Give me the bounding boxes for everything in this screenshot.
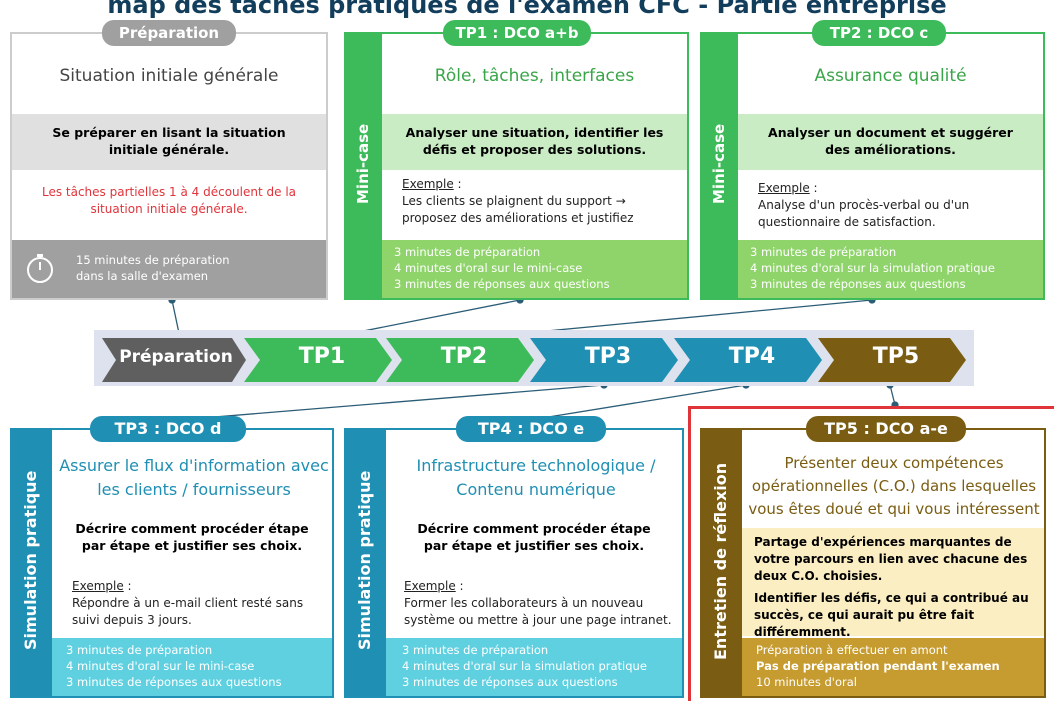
- tp4-info-1: 3 minutes de préparation: [402, 643, 549, 657]
- tp5-info-2: Pas de préparation pendant l'examen: [756, 659, 1000, 673]
- tp5-info-1: Préparation à effectuer en amont: [756, 643, 948, 657]
- tp3-example-suffix: :: [123, 579, 132, 593]
- tp3-card: Simulation pratique TP3 : DCO d Assurer …: [10, 416, 334, 698]
- tp2-pill: TP2 : DCO c: [812, 20, 946, 46]
- tp5-side-label: Entretien de réflexion: [711, 462, 730, 660]
- tp4-info-band: 3 minutes de préparation 4 minutes d'ora…: [386, 638, 682, 696]
- tp1-info-2: 4 minutes d'oral sur le mini-case: [394, 261, 583, 275]
- tp4-example-suffix: :: [455, 579, 464, 593]
- page-title: map des tâches pratiques de l'examen CFC…: [107, 0, 947, 18]
- tp1-example-suffix: :: [453, 177, 462, 191]
- tp1-info-band: 3 minutes de préparation 4 minutes d'ora…: [382, 240, 687, 298]
- preparation-info-band: 15 minutes de préparation dans la salle …: [12, 240, 326, 298]
- tp1-info-1: 3 minutes de préparation: [394, 245, 541, 259]
- preparation-note: Les tâches partielles 1 à 4 découlent de…: [41, 185, 297, 216]
- tp2-card: Mini-case TP2 : DCO c Assurance qualité …: [700, 20, 1045, 300]
- tp2-example-label: Exemple: [758, 181, 810, 195]
- preparation-info: 15 minutes de préparation dans la salle …: [76, 253, 230, 283]
- tp3-pill: TP3 : DCO d: [90, 416, 246, 442]
- flow-label-tp1: TP1: [298, 344, 346, 369]
- tp4-info-3: 3 minutes de réponses aux questions: [402, 675, 618, 689]
- tp2-heading: Assurance qualité: [814, 66, 967, 86]
- tp1-example-label: Exemple: [402, 177, 454, 191]
- flow-arrow-tp4: [674, 338, 822, 382]
- tp3-example-text: Répondre à un e-mail client resté sans s…: [72, 596, 304, 627]
- tp3-heading: Assurer le flux d'information avec les c…: [59, 456, 329, 499]
- tp5-info-band: Préparation à effectuer en amont Pas de …: [742, 638, 1044, 696]
- tp4-side-label: Simulation pratique: [355, 470, 374, 650]
- tp3-side-strip: Simulation pratique: [12, 430, 52, 696]
- tp2-band: Analyser un document et suggérer des amé…: [738, 114, 1043, 170]
- tp5-highlight-frame: [688, 406, 1054, 701]
- stopwatch-icon: [27, 254, 53, 283]
- flow-arrow-tp1: [244, 338, 392, 382]
- flow-label-tp4: TP4: [728, 344, 776, 369]
- preparation-pill: Préparation: [102, 20, 236, 46]
- tp5-pill: TP5 : DCO a-e: [806, 416, 966, 442]
- tp4-heading: Infrastructure technologique / Contenu n…: [416, 456, 656, 499]
- tp1-example-text: Les clients se plaignent du support → pr…: [402, 194, 634, 225]
- tp1-pill: TP1 : DCO a+b: [443, 20, 591, 46]
- tp1-band: Analyser une situation, identifier les d…: [382, 114, 687, 170]
- tp1-info-3: 3 minutes de réponses aux questions: [394, 277, 610, 291]
- preparation-card: Préparation Situation initiale générale …: [10, 20, 328, 300]
- tp4-example: Exemple : Former les collaborateurs à un…: [404, 578, 680, 629]
- tp1-card: Mini-case TP1 : DCO a+b Rôle, tâches, in…: [344, 20, 689, 300]
- flow-label-tp3: TP3: [584, 344, 632, 369]
- tp3-example: Exemple : Répondre à un e-mail client re…: [72, 578, 328, 629]
- flow-label-tp5: TP5: [872, 344, 920, 369]
- preparation-heading: Situation initiale générale: [59, 66, 279, 86]
- tp2-info-1: 3 minutes de préparation: [750, 245, 897, 259]
- tp2-example-suffix: :: [809, 181, 818, 195]
- tp2-info-band: 3 minutes de préparation 4 minutes d'ora…: [738, 240, 1043, 298]
- tp5-band-1: Partage d'expériences marquantes de votr…: [754, 535, 1028, 583]
- tp4-band: Décrire comment procéder étape par étape…: [386, 512, 682, 570]
- tp2-info-2: 4 minutes d'oral sur la simulation prati…: [750, 261, 995, 275]
- tp2-example-text: Analyse d'un procès-verbal ou d'un quest…: [758, 198, 970, 229]
- tp2-side-strip: Mini-case: [702, 34, 738, 298]
- tp5-side-strip: Entretien de réflexion: [702, 430, 742, 696]
- tp4-card: Simulation pratique TP4 : DCO e Infrastr…: [344, 416, 684, 698]
- tp5-card: Entretien de réflexion TP5 : DCO a-e Pré…: [700, 416, 1046, 698]
- tp5-band-2: Identifier les défis, ce qui a contribué…: [754, 591, 1029, 639]
- tp4-example-label: Exemple: [404, 579, 456, 593]
- tp2-example: Exemple : Analyse d'un procès-verbal ou …: [758, 180, 1028, 231]
- flow-label-tp2: TP2: [440, 344, 488, 369]
- flow-arrow-tp3: [530, 338, 678, 382]
- flow-arrow-tp2: [386, 338, 534, 382]
- tp3-info-1: 3 minutes de préparation: [66, 643, 213, 657]
- flow-arrow-tp5: [818, 338, 966, 382]
- tp3-example-label: Exemple: [72, 579, 124, 593]
- tp3-info-2: 4 minutes d'oral sur le mini-case: [66, 659, 255, 673]
- tp4-pill: TP4 : DCO e: [456, 416, 606, 442]
- tp4-info-2: 4 minutes d'oral sur la simulation prati…: [402, 659, 647, 673]
- tp3-side-label: Simulation pratique: [21, 470, 40, 650]
- tp3-info-band: 3 minutes de préparation 4 minutes d'ora…: [52, 638, 332, 696]
- tp3-info-3: 3 minutes de réponses aux questions: [66, 675, 282, 689]
- preparation-band: Se préparer en lisant la situation initi…: [12, 114, 326, 170]
- tp4-example-text: Former les collaborateurs à un nouveau s…: [404, 596, 672, 627]
- tp2-info-3: 3 minutes de réponses aux questions: [750, 277, 966, 291]
- tp5-band-bg: [742, 528, 1044, 636]
- tp5-info-3: 10 minutes d'oral: [756, 675, 857, 689]
- flow-label-preparation: Préparation: [119, 347, 233, 367]
- flow-arrow-preparation: [102, 338, 246, 382]
- tp1-example: Exemple : Les clients se plaignent du su…: [402, 176, 682, 227]
- tp3-band: Décrire comment procéder étape par étape…: [52, 512, 332, 570]
- tp4-side-strip: Simulation pratique: [346, 430, 386, 696]
- tp1-side-strip: Mini-case: [346, 34, 382, 298]
- tp5-heading: Présenter deux compétences opérationnell…: [748, 454, 1040, 518]
- tp1-heading: Rôle, tâches, interfaces: [434, 66, 635, 86]
